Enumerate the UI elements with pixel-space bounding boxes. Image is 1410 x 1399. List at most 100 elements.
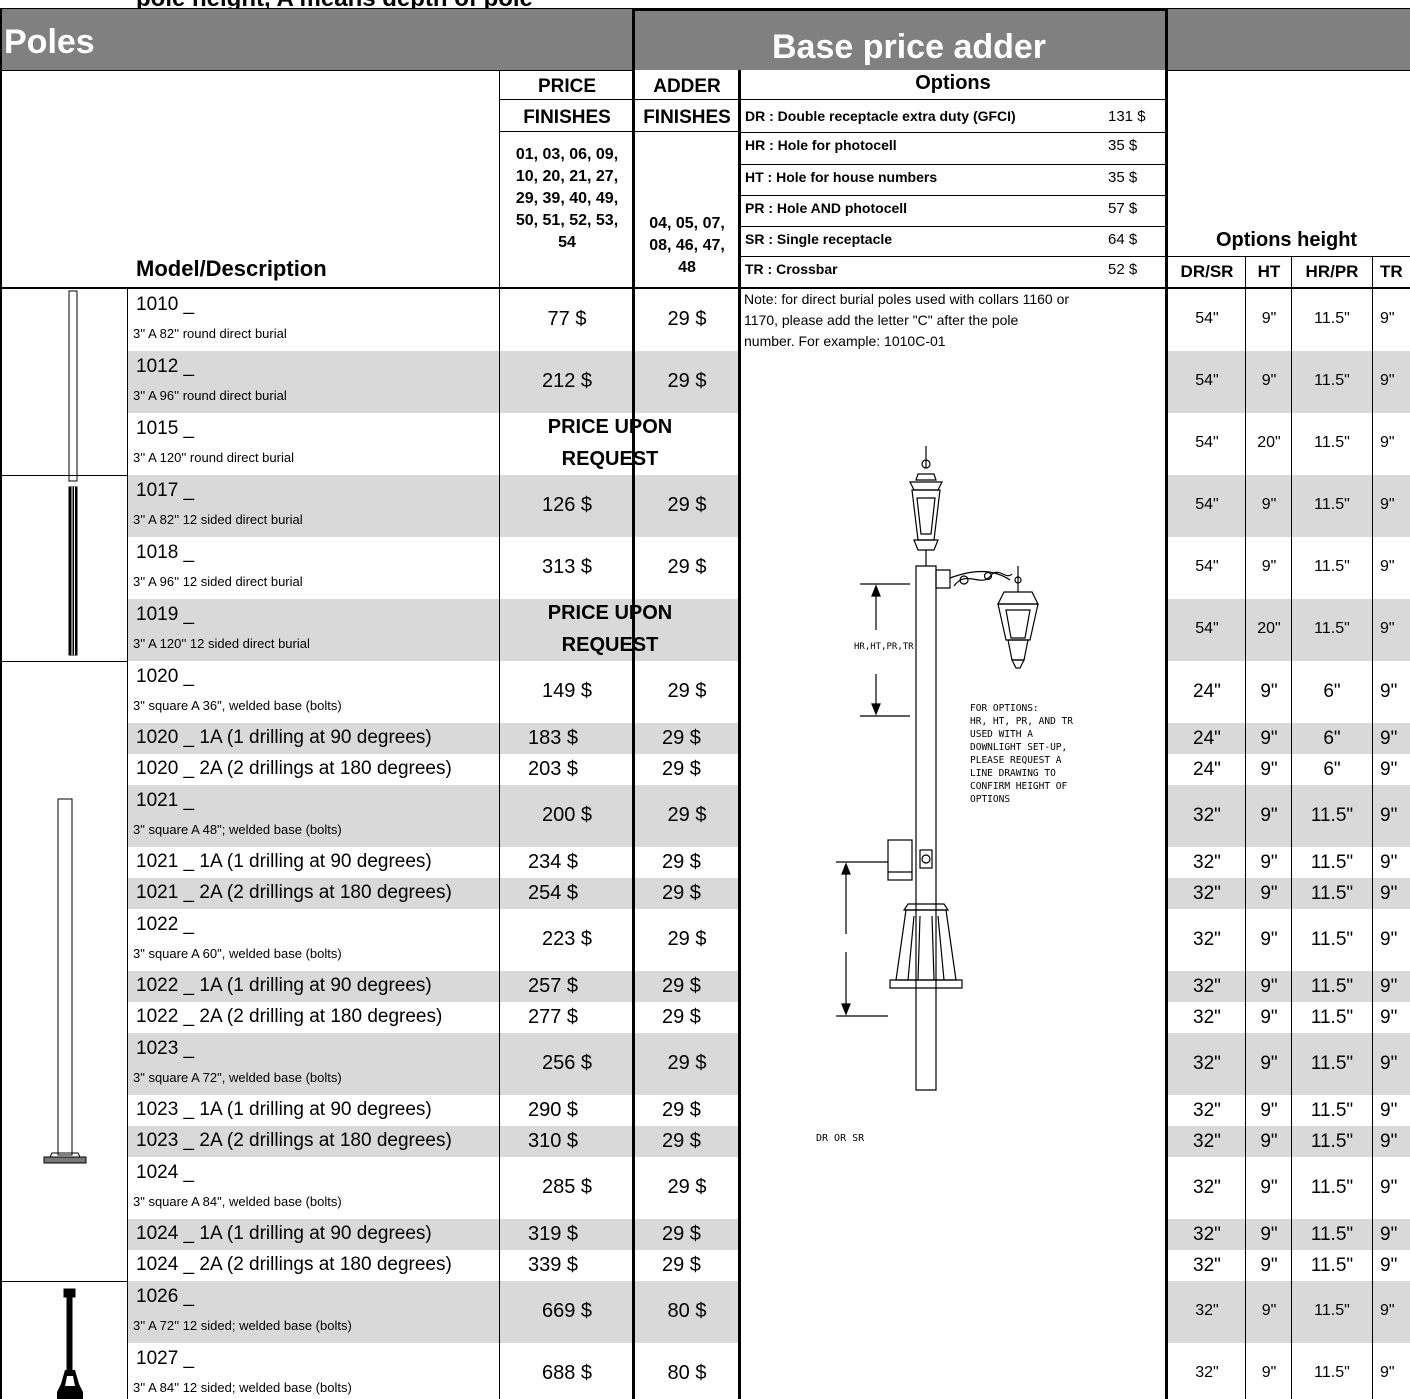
option-label: TR : Crossbar bbox=[745, 261, 838, 277]
row-option-height: 9" bbox=[1260, 1007, 1278, 1028]
row-adder: 29 $ bbox=[667, 556, 707, 578]
adder-finish-code-line: 04, 05, 07, bbox=[649, 215, 725, 232]
row-price: 669 $ bbox=[541, 1300, 593, 1322]
row-model: 1022 _ 1A (1 drilling at 90 degrees) bbox=[136, 975, 432, 996]
col-model-left bbox=[127, 289, 128, 1399]
row-option-height: 11.5" bbox=[1310, 1007, 1354, 1028]
price-header-sep2 bbox=[499, 131, 740, 132]
row-option-height: 6" bbox=[1323, 681, 1341, 702]
row-option-height: 11.5" bbox=[1310, 1053, 1354, 1074]
row-price: 256 $ bbox=[541, 1052, 593, 1074]
table-row-background bbox=[128, 971, 740, 1002]
row-option-height: 9" bbox=[1380, 883, 1398, 904]
row-option-height: 9" bbox=[1380, 1255, 1398, 1276]
table-row-background bbox=[1168, 599, 1410, 661]
note-line: 1170, please add the letter "C" after th… bbox=[744, 312, 1019, 328]
row-option-height: 11.5" bbox=[1314, 496, 1350, 513]
row-price: 77 $ bbox=[547, 308, 587, 330]
row-option-height: 9" bbox=[1380, 1302, 1395, 1319]
row-model: 1017 _ bbox=[136, 480, 195, 501]
row-price: 285 $ bbox=[541, 1176, 593, 1198]
option-price: 57 $ bbox=[1108, 200, 1138, 217]
col-options-left bbox=[738, 70, 741, 1399]
row-adder: 29 $ bbox=[662, 1099, 701, 1121]
drawing-notice-line: USED WITH A bbox=[970, 729, 1033, 740]
row-option-height: 32" bbox=[1193, 805, 1221, 826]
row-option-height: 24" bbox=[1193, 728, 1221, 749]
row-adder: 29 $ bbox=[662, 851, 701, 873]
row-option-height: 54" bbox=[1195, 372, 1219, 389]
row-option-height: 9" bbox=[1260, 1131, 1278, 1152]
row-description: 3'' A 84'' 12 sided; welded base (bolts) bbox=[133, 1380, 352, 1395]
row-option-height: 54" bbox=[1195, 310, 1219, 327]
price-upon-request: PRICE UPON bbox=[547, 602, 673, 624]
row-description: 3'' A 82'' 12 sided direct burial bbox=[133, 512, 303, 527]
row-model: 1015 _ bbox=[136, 418, 195, 439]
table-row-background bbox=[1168, 878, 1410, 909]
option-separator bbox=[740, 99, 1166, 100]
price-header-2: FINISHES bbox=[523, 107, 611, 128]
decorative-base-icon bbox=[57, 1370, 83, 1399]
row-model: 1027 _ bbox=[136, 1348, 195, 1369]
row-option-height: 9" bbox=[1260, 759, 1278, 780]
option-price: 35 $ bbox=[1108, 169, 1138, 186]
row-option-height: 54" bbox=[1195, 434, 1219, 451]
height-col-1 bbox=[1245, 256, 1246, 1399]
table-row-background bbox=[1168, 971, 1410, 1002]
drawing-notice-line: FOR OPTIONS: bbox=[970, 703, 1039, 714]
row-model: 1020 _ 2A (2 drillings at 180 degrees) bbox=[136, 758, 452, 779]
poles-title: Poles bbox=[4, 23, 95, 61]
row-option-height: 9" bbox=[1380, 434, 1395, 451]
row-option-height: 9" bbox=[1380, 852, 1398, 873]
row-option-height: 9" bbox=[1380, 1364, 1395, 1381]
row-adder: 80 $ bbox=[667, 1300, 707, 1322]
row-option-height: 9" bbox=[1261, 1364, 1277, 1381]
adder-finish-code-line: 08, 46, 47, bbox=[649, 237, 725, 254]
row-option-height: 6" bbox=[1323, 759, 1341, 780]
row-option-height: 32" bbox=[1193, 1131, 1221, 1152]
row-option-height: 9" bbox=[1380, 929, 1398, 950]
price-upon-request: PRICE UPON bbox=[547, 416, 673, 438]
table-row-background bbox=[128, 599, 740, 661]
row-price: 313 $ bbox=[541, 556, 593, 578]
row-option-height: 9" bbox=[1380, 1100, 1398, 1121]
height-title-bottom bbox=[1166, 256, 1410, 257]
adder-header-2: FINISHES bbox=[643, 107, 731, 128]
row-model: 1019 _ bbox=[136, 604, 195, 625]
header-bottom-right bbox=[1166, 70, 1410, 71]
option-label: PR : Hole AND photocell bbox=[745, 200, 908, 216]
height-header-ht: HT bbox=[1257, 262, 1281, 281]
height-col-3 bbox=[1372, 256, 1373, 1399]
table-row-background bbox=[128, 351, 740, 413]
col-price-left bbox=[499, 70, 500, 1399]
row-adder: 29 $ bbox=[662, 758, 701, 780]
row-description: 3'' A 96'' 12 sided direct burial bbox=[133, 574, 303, 589]
row-option-height: 32" bbox=[1193, 1007, 1221, 1028]
row-model: 1010 _ bbox=[136, 294, 195, 315]
table-row-background bbox=[1168, 475, 1410, 537]
row-adder: 29 $ bbox=[662, 1130, 701, 1152]
row-model: 1012 _ bbox=[136, 356, 195, 377]
row-adder: 29 $ bbox=[667, 1176, 707, 1198]
row-price: 257 $ bbox=[528, 975, 579, 997]
row-model: 1024 _ 1A (1 drilling at 90 degrees) bbox=[136, 1223, 432, 1244]
row-model: 1021 _ 2A (2 drillings at 180 degrees) bbox=[136, 882, 452, 903]
round-pole-icon bbox=[68, 290, 78, 482]
row-model: 1020 _ bbox=[136, 666, 195, 687]
row-model: 1024 _ bbox=[136, 1162, 195, 1183]
row-adder: 29 $ bbox=[667, 804, 707, 826]
table-row-background bbox=[1168, 723, 1410, 754]
row-option-height: 9" bbox=[1261, 496, 1277, 513]
option-separator bbox=[740, 256, 1166, 257]
option-price: 64 $ bbox=[1108, 231, 1138, 248]
row-price: 183 $ bbox=[528, 727, 579, 749]
row-option-height: 9" bbox=[1261, 558, 1277, 575]
row-option-height: 9" bbox=[1380, 681, 1398, 702]
header-bottom bbox=[0, 70, 634, 71]
row-option-height: 11.5" bbox=[1314, 434, 1350, 451]
row-option-height: 11.5" bbox=[1310, 883, 1354, 904]
frame-left bbox=[0, 8, 2, 1399]
row-model: 1021 _ 1A (1 drilling at 90 degrees) bbox=[136, 851, 432, 872]
row-option-height: 9" bbox=[1260, 681, 1278, 702]
row-option-height: 32" bbox=[1195, 1302, 1219, 1319]
